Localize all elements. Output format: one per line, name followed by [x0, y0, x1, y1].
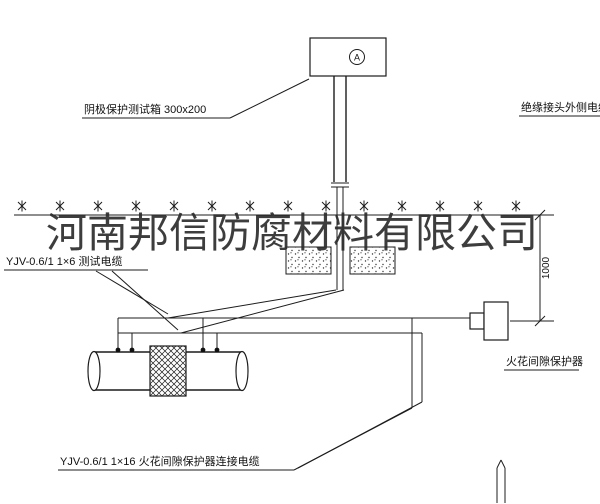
test-cable-callout: YJV-0.6/1 1×6 测试电缆 — [4, 255, 179, 331]
concrete-block-left — [285, 246, 332, 275]
weld-point — [214, 347, 220, 353]
connection-cable-callout: YJV-0.6/1 1×16 火花间隙保护器连接电缆 — [58, 454, 294, 471]
spark-protector-callout: 火花间隙保护器 — [504, 354, 583, 371]
pipeline — [87, 345, 249, 397]
conduit-riser — [331, 76, 349, 290]
dim-value: 1000 — [541, 256, 552, 279]
dim-tick-top — [534, 209, 546, 221]
weld-point — [115, 347, 121, 353]
concrete-block-right — [349, 246, 396, 275]
dim-tick-bottom — [534, 315, 546, 327]
pipe-stub-symbol — [496, 459, 506, 503]
dimension-1000: 1000 — [510, 209, 554, 327]
test-cable-leader-2 — [111, 270, 179, 331]
ammeter-circle-icon — [349, 49, 365, 65]
weld-point — [129, 347, 135, 353]
spark-protector-label: 火花间隙保护器 — [506, 354, 583, 368]
spark-gap-protector — [469, 301, 509, 341]
test-cable-leader-1 — [95, 270, 169, 315]
test-cable-run-2 — [180, 289, 345, 334]
test-cable-label: YJV-0.6/1 1×6 测试电缆 — [6, 255, 122, 268]
connection-cable-label: YJV-0.6/1 1×16 火花间隙保护器连接电缆 — [60, 454, 260, 468]
pipe-end-cap-right — [235, 350, 249, 392]
test-box: A — [309, 37, 387, 77]
buried-cables — [117, 289, 470, 471]
test-box-outline — [309, 37, 387, 77]
protector-body — [483, 301, 509, 341]
test-box-leader-line — [229, 78, 310, 119]
protector-stem — [469, 312, 485, 330]
test-box-callout: 阴极保护测试箱 300x200 — [82, 78, 310, 119]
outer-cable-callout: 绝缘接头外侧电缆 — [519, 100, 600, 117]
insulating-joint — [149, 345, 187, 397]
test-cable-run-1 — [167, 289, 337, 319]
outer-cable-label: 绝缘接头外侧电缆 — [521, 100, 600, 114]
test-box-label: 阴极保护测试箱 300x200 — [84, 102, 206, 116]
pipe-end-cap-left — [87, 350, 101, 392]
weld-point — [200, 347, 206, 353]
ammeter-letter: A — [354, 53, 360, 63]
company-watermark: 河南邦信防腐材料有限公司 — [46, 210, 538, 256]
concrete-foundation — [285, 246, 396, 275]
